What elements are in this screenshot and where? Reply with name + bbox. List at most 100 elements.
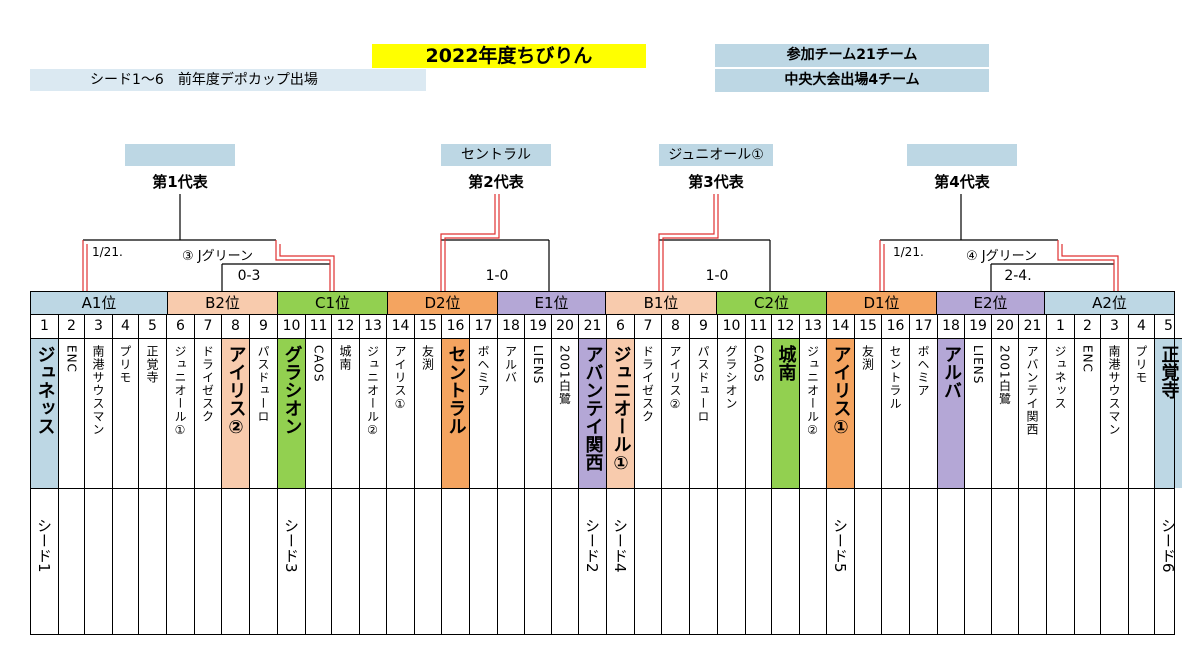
number-cell: 15 xyxy=(854,315,881,339)
number-cell: 14 xyxy=(386,315,414,339)
number-cell: 4 xyxy=(112,315,138,339)
seed-cell xyxy=(1128,488,1154,634)
group-a1: A1位 xyxy=(30,291,168,315)
left-score: 0-3 xyxy=(237,268,261,284)
seed-cell xyxy=(634,488,661,634)
group-a2: A2位 xyxy=(1044,291,1175,315)
rep2-team: セントラル xyxy=(441,144,551,166)
seed-cell: シード4 xyxy=(606,488,634,634)
seed-cell xyxy=(469,488,497,634)
number-cell: 18 xyxy=(937,315,964,339)
team-name: アバンテイ関西 xyxy=(582,345,604,471)
bracket-lines xyxy=(82,194,1119,291)
seed-cell xyxy=(661,488,689,634)
team-name: アバンテイ関西 xyxy=(1025,345,1039,436)
seed-cell: シード5 xyxy=(826,488,854,634)
team-name: LIENS xyxy=(971,345,985,385)
left-venue: ③ Jグリーン xyxy=(182,249,253,264)
seed-cell xyxy=(991,488,1018,634)
seed-cell xyxy=(881,488,909,634)
number-cell: 8 xyxy=(661,315,689,339)
seed-cell xyxy=(249,488,277,634)
team-cell: ジュネッス xyxy=(30,339,58,488)
team-cell: アイリス① xyxy=(826,339,854,488)
seed-cell xyxy=(58,488,84,634)
seed-cell xyxy=(138,488,166,634)
number-cell: 15 xyxy=(414,315,441,339)
grid-right-edge xyxy=(1174,315,1175,634)
team-name: アイリス① xyxy=(393,345,407,412)
team-cell: ジュネッス xyxy=(1046,339,1074,488)
rep2-label: 第2代表 xyxy=(468,173,524,191)
number-cell: 2 xyxy=(58,315,84,339)
group-d2: D2位 xyxy=(387,291,498,315)
team-name: ジュニオール② xyxy=(365,345,380,438)
seed-cell xyxy=(854,488,881,634)
team-name: アルバ xyxy=(941,345,962,399)
number-cell: 1 xyxy=(30,315,58,339)
seed-cell: シード1 xyxy=(30,488,58,634)
rep4-label: 第4代表 xyxy=(934,173,990,191)
number-cell: 5 xyxy=(1154,315,1182,339)
team-cell: グラシオン xyxy=(717,339,745,488)
team-name: ドライゼスク xyxy=(200,345,215,423)
right-venue: ④ Jグリーン xyxy=(966,249,1037,264)
mid-left-score: 1-0 xyxy=(485,268,509,284)
team-name: ジュネッス xyxy=(1053,345,1067,410)
mid-right-score: 1-0 xyxy=(705,268,729,284)
rep3-label: 第3代表 xyxy=(688,173,744,191)
team-cell: LIENS xyxy=(964,339,991,488)
team-cell: アルバ xyxy=(497,339,524,488)
team-name: CAOS xyxy=(751,345,766,383)
number-cell: 1 xyxy=(1046,315,1074,339)
team-cell: 城南 xyxy=(331,339,359,488)
number-cell: 5 xyxy=(138,315,166,339)
seed-cell xyxy=(112,488,138,634)
team-name: 南港サウスマン xyxy=(1107,345,1121,436)
seed-cell xyxy=(524,488,551,634)
team-cell: セントラル xyxy=(441,339,469,488)
team-cell: パスドューロ xyxy=(249,339,277,488)
team-cell: アイリス② xyxy=(661,339,689,488)
team-cell: ENC xyxy=(1074,339,1100,488)
group-c2: C2位 xyxy=(716,291,827,315)
seed-cell xyxy=(1074,488,1100,634)
team-cell: 2001白鷺 xyxy=(991,339,1018,488)
number-cell: 12 xyxy=(331,315,359,339)
team-name: アルバ xyxy=(503,345,518,384)
seed-label: シード3 xyxy=(282,518,300,573)
number-cell: 9 xyxy=(249,315,277,339)
number-cell: 7 xyxy=(194,315,221,339)
team-name: 城南 xyxy=(775,345,797,381)
seed-note: シード1～6 前年度デポカップ出場 xyxy=(30,69,426,91)
team-cell: ジュニオール② xyxy=(359,339,386,488)
team-cell: アイリス① xyxy=(386,339,414,488)
seed-cell xyxy=(166,488,194,634)
number-cell: 4 xyxy=(1128,315,1154,339)
seed-cell xyxy=(84,488,112,634)
team-name: 南港サウスマン xyxy=(91,345,105,436)
page-title: 2022年度ちびりん xyxy=(372,44,646,68)
rep3-team: ジュニオール① xyxy=(659,144,773,166)
number-cell: 16 xyxy=(881,315,909,339)
team-name: CAOS xyxy=(311,345,326,383)
seed-cell xyxy=(799,488,826,634)
seed-cell xyxy=(386,488,414,634)
seed-cell xyxy=(497,488,524,634)
team-name: 友渕 xyxy=(860,345,875,371)
number-cell: 19 xyxy=(524,315,551,339)
number-cell: 16 xyxy=(441,315,469,339)
number-cell: 7 xyxy=(634,315,661,339)
number-cell: 11 xyxy=(305,315,331,339)
seed-label: シード2 xyxy=(583,518,601,573)
seed-label: シード1 xyxy=(35,518,53,573)
seed-cell xyxy=(1100,488,1128,634)
team-name: アイリス② xyxy=(225,345,247,438)
team-name: ジュニオール② xyxy=(805,345,820,438)
team-cell: グラシオン xyxy=(277,339,305,488)
seed-cell xyxy=(194,488,221,634)
team-name: ジュネッス xyxy=(34,345,56,435)
team-cell: 南港サウスマン xyxy=(1100,339,1128,488)
team-cell: アバンテイ関西 xyxy=(578,339,606,488)
number-cell: 11 xyxy=(745,315,771,339)
